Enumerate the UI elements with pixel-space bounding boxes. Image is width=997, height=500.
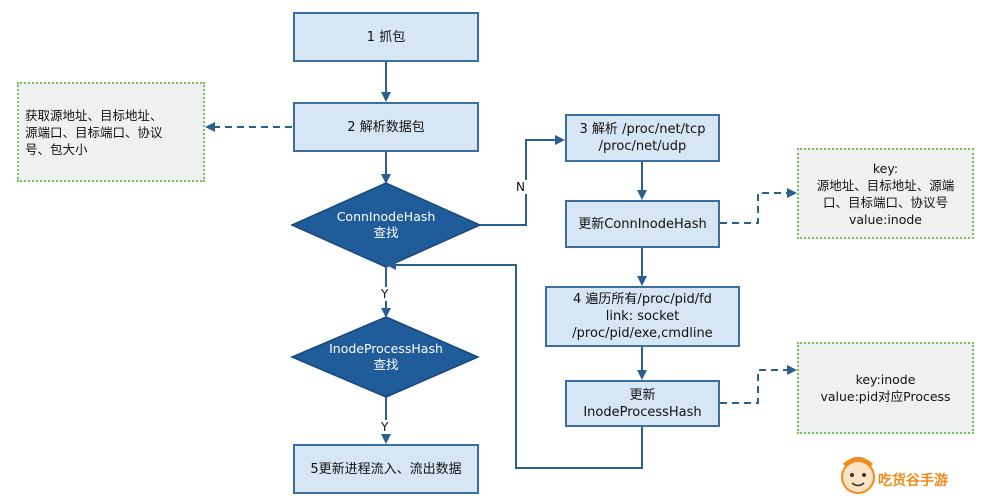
step2-parse-box: 2 解析数据包 (293, 102, 479, 152)
brand-watermark-text: 吃货谷手游 (878, 473, 948, 489)
edge-label-yes-2: Y (379, 420, 391, 434)
dashed-update-conn-to-conn-note (720, 188, 797, 224)
step5-update-process-box: 5更新进程流入、流出数据 (293, 444, 479, 494)
arrow-update-inode-back-to-decision1 (386, 260, 643, 469)
packet-fields-note: 获取源地址、目标地址、 源端口、目标端口、协议 号、包大小 (17, 82, 205, 182)
edge-label-yes-1: Y (379, 287, 391, 301)
update-conn-hash-box: 更新ConnInodeHash (565, 200, 720, 248)
edge-label-no: N (514, 180, 527, 194)
update-inode-hash-box: 更新 InodeProcessHash (565, 380, 720, 427)
decision1-label: ConnInodeHash 查找 (336, 209, 436, 240)
step4-scan-fd-box: 4 遍历所有/proc/pid/fd link: socket /proc/pi… (545, 286, 740, 347)
conn-hash-key-note: key: 源地址、目标地址、源端 口、目标端口、协议号 value:inode (797, 148, 974, 239)
step3-parse-proc-box: 3 解析 /proc/net/tcp /proc/net/udp (565, 114, 720, 162)
decision2-label: InodeProcessHash 查找 (329, 341, 443, 372)
step1-capture-box: 1 抓包 (293, 12, 479, 62)
dashed-update-inode-to-inode-note (720, 365, 797, 404)
inode-hash-key-note: key:inode value:pid对应Process (797, 342, 974, 434)
